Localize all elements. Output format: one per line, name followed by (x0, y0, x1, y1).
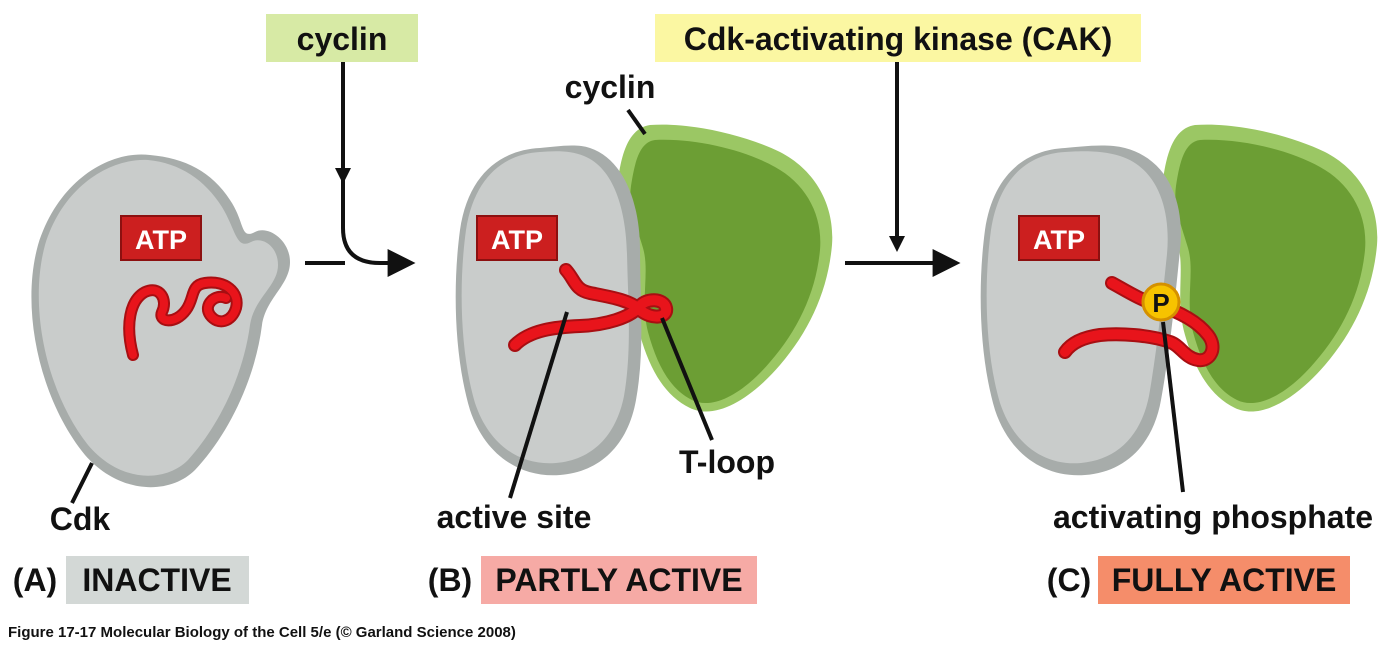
atp-label-c: ATP (1018, 215, 1100, 261)
atp-text-b: ATP (491, 225, 543, 255)
atp-text-c: ATP (1033, 225, 1085, 255)
state-c-status: FULLY ACTIVE (1112, 562, 1337, 598)
cyclin-pointer-line (626, 108, 647, 136)
cak-input-box (655, 14, 1141, 62)
cdk-label: Cdk (50, 501, 111, 537)
state-a-badge (66, 556, 249, 604)
cyclin-shape-b (630, 139, 821, 404)
state-a-letter: (A) (13, 562, 57, 598)
cyclin-input-box (266, 14, 418, 62)
state-b-status: PARTLY ACTIVE (495, 562, 742, 598)
state-c-badge (1098, 556, 1350, 604)
cyclin-feed-line (341, 62, 416, 277)
atp-label-b: ATP (476, 215, 558, 261)
state-a: (A) INACTIVE (13, 556, 249, 604)
cdk-pointer-line (70, 462, 94, 504)
active-site-label: active site (437, 499, 592, 535)
cak-input-label: Cdk-activating kinase (CAK) (684, 21, 1113, 57)
atp-box-c (1018, 215, 1100, 261)
atp-text-a: ATP (135, 225, 187, 255)
cyclin-feed-arrowhead (335, 168, 351, 184)
state-b: (B) PARTLY ACTIVE (428, 556, 757, 604)
t-loop-pointer-line (660, 317, 714, 441)
cak-input: Cdk-activating kinase (CAK) (655, 14, 1141, 62)
activating-phosphate-label: activating phosphate (1053, 499, 1373, 535)
state-c: (C) FULLY ACTIVE (1047, 556, 1350, 604)
phosphate-pointer-line (1161, 321, 1185, 493)
cdk-face-b (461, 151, 629, 464)
atp-box-b (476, 215, 558, 261)
state-b-badge (481, 556, 757, 604)
cyclin-input: cyclin (266, 14, 418, 62)
cyclin-shape-c (1175, 139, 1366, 404)
cyclin-input-label: cyclin (297, 21, 388, 57)
phosphate-group: P (1141, 282, 1181, 322)
t-loop-b-highlight (510, 265, 672, 350)
phosphate-circle (1141, 282, 1181, 322)
cyclin-binding-arrow (305, 62, 416, 277)
state-a-status: INACTIVE (82, 562, 231, 598)
cyclin-label: cyclin (565, 69, 656, 105)
state-c-letter: (C) (1047, 562, 1091, 598)
cdk-inactive: ATP Cdk (31, 154, 291, 537)
cak-phosphorylation-arrow (845, 62, 961, 277)
cdk-cyclin-complex-fully-active: ATP P activating phosphate (980, 124, 1378, 535)
figure-caption: Figure 17-17 Molecular Biology of the Ce… (8, 624, 516, 641)
state-b-letter: (B) (428, 562, 472, 598)
phosphate-symbol: P (1152, 288, 1169, 318)
t-loop-inactive-highlight (125, 278, 241, 359)
cdk-cyclin-complex-partly-active: ATP cyclin T-loop active site (437, 69, 833, 535)
cak-feed-arrowhead (889, 236, 905, 252)
active-site-pointer-line (508, 311, 569, 499)
atp-label-a: ATP (120, 215, 202, 261)
t-loop-label: T-loop (679, 444, 775, 480)
atp-box-a (120, 215, 202, 261)
cdk-face-c (986, 151, 1168, 464)
